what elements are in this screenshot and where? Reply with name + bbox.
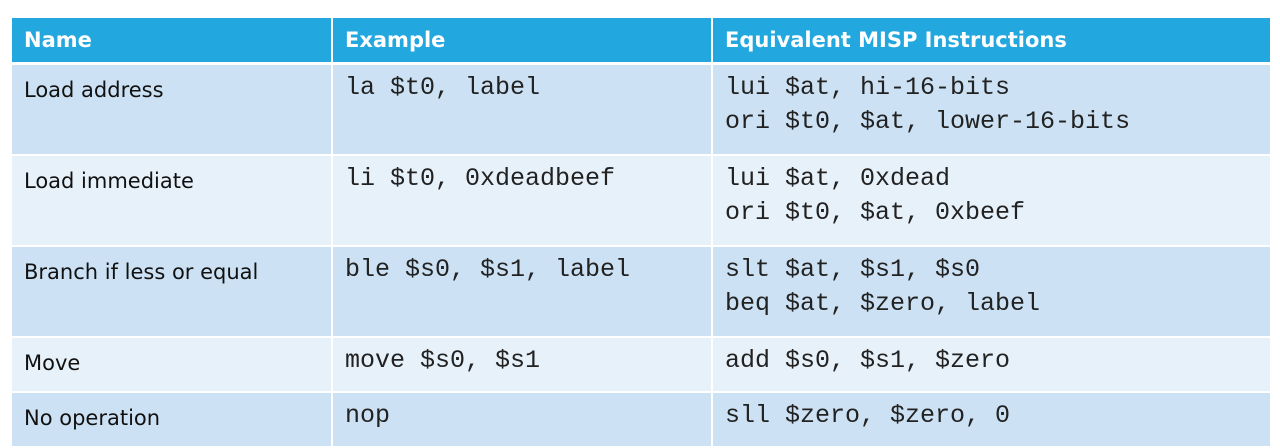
row-name: Move <box>12 337 333 393</box>
example-line: li $t0, 0xdeadbeef <box>345 164 616 193</box>
example-line: nop <box>345 401 391 430</box>
row-equivalent: lui $at, 0xdead ori $t0, $at, 0xbeef <box>712 155 1270 247</box>
pseudo-instruction-table: Name Example Equivalent MISP Instruction… <box>12 18 1270 448</box>
pseudo-instruction-table-container: Name Example Equivalent MISP Instruction… <box>12 18 1270 448</box>
row-name: Load address <box>12 63 333 156</box>
equivalent-line: add $s0, $s1, $zero <box>725 346 1011 375</box>
row-example: la $t0, label <box>332 63 713 156</box>
table-row: Load address la $t0, label lui $at, hi-1… <box>12 63 1270 156</box>
equivalent-line: ori $t0, $at, 0xbeef <box>725 198 1026 227</box>
row-example: ble $s0, $s1, label <box>332 246 713 338</box>
header-row: Name Example Equivalent MISP Instruction… <box>12 18 1270 65</box>
table-row: Branch if less or equal ble $s0, $s1, la… <box>12 246 1270 338</box>
header-example: Example <box>332 18 713 65</box>
row-equivalent: sll $zero, $zero, 0 <box>712 392 1270 448</box>
row-name: Load immediate <box>12 155 333 247</box>
row-equivalent: add $s0, $s1, $zero <box>712 337 1270 393</box>
equivalent-line: sll $zero, $zero, 0 <box>725 401 1011 430</box>
header-equivalent: Equivalent MISP Instructions <box>712 18 1270 65</box>
example-line: move $s0, $s1 <box>345 346 541 375</box>
equivalent-line: beq $at, $zero, label <box>725 289 1041 318</box>
row-equivalent: lui $at, hi-16-bits ori $t0, $at, lower-… <box>712 63 1270 156</box>
header-name: Name <box>12 18 333 65</box>
table-row: No operation nop sll $zero, $zero, 0 <box>12 392 1270 448</box>
example-line: ble $s0, $s1, label <box>345 255 631 284</box>
table-row: Move move $s0, $s1 add $s0, $s1, $zero <box>12 337 1270 393</box>
equivalent-line: slt $at, $s1, $s0 <box>725 255 981 284</box>
row-name: No operation <box>12 392 333 448</box>
row-example: nop <box>332 392 713 448</box>
equivalent-line: lui $at, hi-16-bits <box>725 73 1011 102</box>
row-name: Branch if less or equal <box>12 246 333 338</box>
equivalent-line: ori $t0, $at, lower-16-bits <box>725 107 1131 136</box>
table-row: Load immediate li $t0, 0xdeadbeef lui $a… <box>12 155 1270 247</box>
row-example: move $s0, $s1 <box>332 337 713 393</box>
row-example: li $t0, 0xdeadbeef <box>332 155 713 247</box>
example-line: la $t0, label <box>345 73 541 102</box>
row-equivalent: slt $at, $s1, $s0 beq $at, $zero, label <box>712 246 1270 338</box>
equivalent-line: lui $at, 0xdead <box>725 164 951 193</box>
